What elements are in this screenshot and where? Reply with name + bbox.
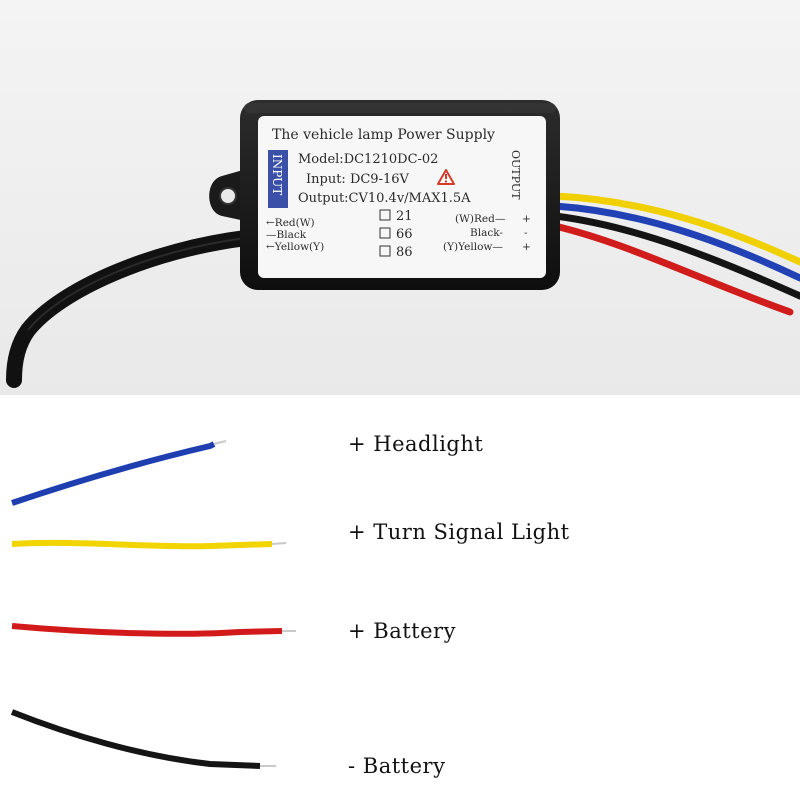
legend-turn-signal: + Turn Signal Light (348, 520, 570, 544)
right-polarity-2: - (524, 227, 528, 239)
mounting-ear (209, 168, 250, 222)
output-wire-blue (551, 202, 800, 282)
legend-wires (10, 440, 296, 769)
svg-text:86: 86 (396, 245, 413, 260)
legend-headlight: + Headlight (348, 432, 484, 456)
output-wire-yellow (551, 192, 800, 266)
wire-yellow (11, 539, 273, 550)
wire-blue (11, 441, 216, 506)
svg-text:66: 66 (396, 227, 413, 242)
output-wire-black (551, 212, 800, 300)
checkbox-66: 66 (379, 227, 413, 242)
right-wire-yellow: (Y)Yellow— (443, 241, 503, 253)
input-tag (268, 150, 288, 208)
output-wire-red (551, 222, 794, 316)
right-polarity-1: + (522, 213, 531, 225)
label-title: The vehicle lamp Power Supply (272, 127, 495, 143)
right-wire-red: (W)Red— (455, 213, 506, 225)
wire-red (11, 623, 283, 637)
left-wire-black: —Black (266, 229, 307, 241)
input-tag-text: INPUT (270, 154, 284, 195)
right-wire-black: Black- (470, 227, 503, 239)
warning-triangle-icon (437, 169, 455, 185)
legend-battery-negative: - Battery (348, 754, 446, 778)
left-wire-red: ←Red(W) (266, 217, 315, 229)
right-polarity-3: + (522, 241, 531, 253)
output-wires (551, 192, 800, 316)
checkbox-21: 21 (379, 209, 413, 224)
svg-text:21: 21 (396, 209, 413, 224)
checkbox-86: 86 (379, 245, 413, 260)
output-tag-text: OUTPUT (509, 150, 522, 200)
product-label: The vehicle lamp Power Supply Model:DC12… (258, 116, 546, 278)
label-input: Input: DC9-16V (306, 172, 410, 187)
legend-battery-positive: + Battery (348, 619, 456, 643)
left-wire-yellow: ←Yellow(Y) (266, 241, 324, 253)
label-output: Output:CV10.4v/MAX1.5A (298, 191, 471, 206)
wire-black (10, 709, 261, 769)
label-model: Model:DC1210DC-02 (298, 152, 438, 167)
